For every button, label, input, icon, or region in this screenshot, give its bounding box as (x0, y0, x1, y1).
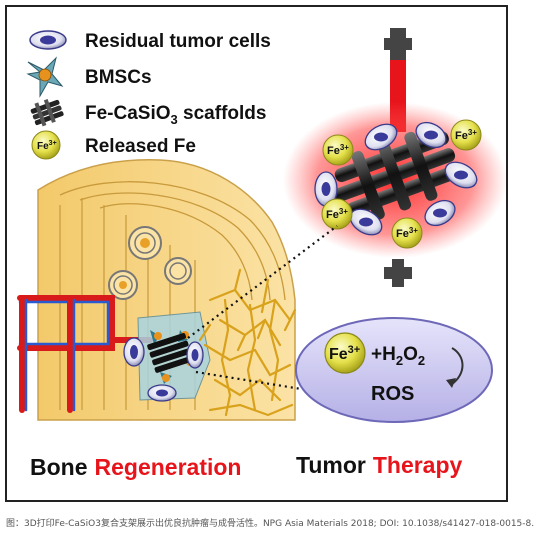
fe-ion-icon: Fe3+ (31, 130, 61, 160)
bone-section (17, 159, 297, 421)
fe-ion: Fe3+ (321, 198, 353, 230)
tumor-cell-icon (29, 30, 67, 50)
figure-caption: 图：3D打印Fe-CaSiO3复合支架展示出优良抗肿瘤与成骨活性。NPG Asi… (6, 519, 534, 529)
therapy-tumor-cell (424, 199, 456, 227)
fe-ion: Fe3+ (322, 134, 354, 166)
legend-scaffolds: Fe-CaSiO3 scaffolds (85, 103, 266, 127)
fe-ion: Fe3+ (391, 217, 423, 249)
fe-ion-large (324, 332, 366, 374)
minus-sign (384, 28, 412, 60)
curved-arrow-icon (451, 347, 464, 385)
blood-vessels (17, 295, 153, 413)
legend-released-fe: Released Fe (85, 136, 196, 157)
therapy-tumor-cell (415, 121, 447, 149)
reaction-ellipse: Fe3+ +H2O2 ROS (295, 317, 493, 423)
legend-tumor-cells: Residual tumor cells (85, 31, 271, 52)
therapy-tumor-cell (349, 208, 383, 236)
fe-ion: Fe3+ (450, 119, 482, 151)
scaffold-cluster: Fe3+ Fe3+ Fe3+ Fe3+ (283, 102, 507, 258)
defect-tumor-cell (147, 384, 177, 402)
svg-text:Fe3+: Fe3+ (396, 226, 418, 240)
svg-text:Fe3+: Fe3+ (326, 207, 348, 221)
osteon (108, 270, 138, 300)
svg-text:Fe3+: Fe3+ (37, 140, 57, 152)
reaction-h2o2: +H2O2 (371, 344, 425, 368)
legend: Residual tumor cells BMSCs Fe-CaSiO3 sca… (26, 30, 271, 160)
therapy-tumor-cell (364, 123, 398, 151)
plus-sign (384, 259, 412, 287)
therapy-tumor-cell (444, 161, 478, 189)
scaffold-icon (30, 99, 64, 127)
reaction-ros: ROS (371, 383, 414, 405)
bone-defect-site (123, 311, 211, 402)
dotted-connector (187, 225, 338, 339)
therapy-tumor-cell (314, 171, 338, 207)
trabecular-network (198, 268, 297, 417)
reaction-fe: Fe3+ (329, 344, 360, 363)
defect-tumor-cell (186, 341, 204, 369)
osteon (128, 226, 162, 260)
defect-tumor-cell (123, 337, 145, 367)
diagram-canvas: Residual tumor cells BMSCs Fe-CaSiO3 sca… (17, 28, 507, 480)
bmsc-icon (26, 56, 64, 98)
svg-text:Fe3+: Fe3+ (455, 128, 477, 142)
svg-text:Fe3+: Fe3+ (327, 143, 349, 157)
legend-bmscs: BMSCs (85, 67, 152, 88)
osteon (164, 257, 192, 285)
